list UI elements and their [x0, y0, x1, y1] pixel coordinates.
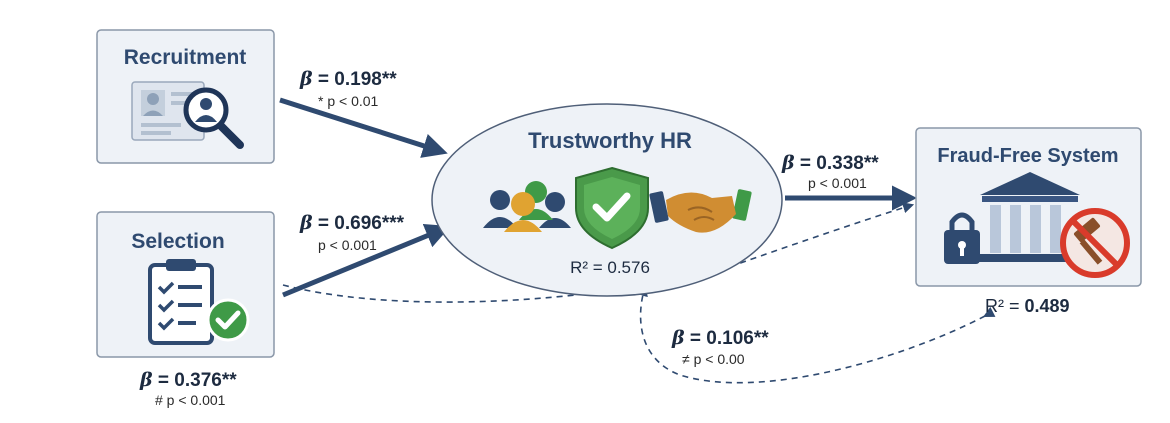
svg-text:β = 0.696***: β = 0.696*** [299, 212, 405, 234]
beta-symbol: β [671, 327, 685, 349]
label-trust-to-fraud: β = 0.338** p < 0.001 [781, 152, 879, 191]
label-indirect-loop: β = 0.106** ≠ p < 0.00 [671, 327, 769, 367]
recruitment-title: Recruitment [124, 46, 247, 69]
trustworthy-hr-title: Trustworthy HR [528, 128, 692, 153]
p-value: p < 0.001 [318, 237, 377, 253]
bank-building-icon [978, 172, 1082, 262]
recruitment-node: Recruitment [96, 29, 275, 164]
padlock-icon [944, 212, 980, 264]
path-arrow-recruitment-to-trust [279, 97, 448, 158]
coefficient-value: = 0.106** [685, 328, 770, 349]
resume-search-icon [131, 81, 244, 149]
people-icon [483, 181, 571, 232]
p-value: ≠ p < 0.00 [682, 351, 745, 367]
beta-symbol: β [299, 212, 313, 234]
trustworthy-r2: R² = 0.576 [570, 258, 650, 277]
fraud-free-title: Fraud-Free System [937, 145, 1118, 167]
checklist-icon [148, 259, 214, 345]
coefficient-value: = 0.696*** [313, 213, 405, 234]
p-value: * p < 0.01 [318, 93, 379, 109]
r2-label: R² = [985, 296, 1025, 316]
trustworthy-hr-node: Trustworthy HR R² = 0.576 [431, 103, 783, 297]
p-value: # p < 0.001 [155, 392, 226, 408]
shield-check-icon [575, 166, 649, 250]
svg-text:β = 0.376**: β = 0.376** [139, 369, 237, 391]
handshake-icon [649, 189, 752, 233]
path-arrow-selection-to-trust [282, 224, 451, 298]
label-selection-indirect: β = 0.376** # p < 0.001 [139, 369, 237, 408]
no-gavel-icon [1060, 208, 1130, 278]
beta-symbol: β [139, 369, 153, 391]
fraud-free-node: Fraud-Free System [915, 127, 1142, 287]
label-recruitment-to-trust: β = 0.198** * p < 0.01 [299, 68, 397, 109]
r2-value: 0.489 [1025, 296, 1070, 316]
beta-symbol: β [299, 68, 313, 90]
svg-text:β = 0.198**: β = 0.198** [299, 68, 397, 90]
svg-text:β = 0.106**: β = 0.106** [671, 327, 769, 349]
coefficient-value: = 0.198** [313, 69, 398, 90]
selection-node: Selection [96, 211, 275, 358]
svg-text:β = 0.338**: β = 0.338** [781, 152, 879, 174]
coefficient-value: = 0.376** [153, 370, 238, 391]
check-badge-icon [206, 298, 250, 342]
p-value: p < 0.001 [808, 175, 867, 191]
path-arrow-indirect-loop [637, 284, 996, 384]
beta-symbol: β [781, 152, 795, 174]
coefficient-value: = 0.338** [795, 153, 880, 174]
selection-title: Selection [131, 230, 224, 253]
label-selection-to-trust: β = 0.696*** p < 0.001 [299, 212, 405, 253]
fraud-free-r2: R² = 0.489 [985, 296, 1070, 316]
